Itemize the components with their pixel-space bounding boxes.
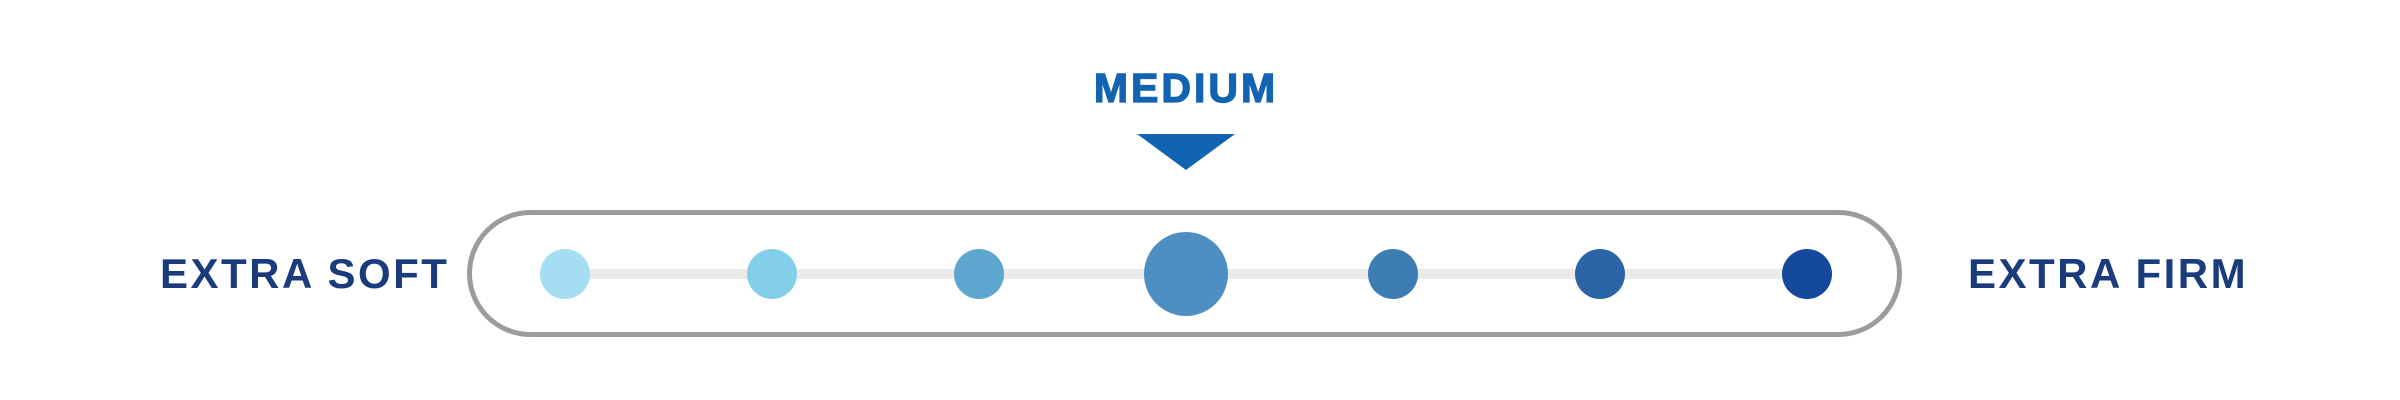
firmness-dot-5 (1368, 248, 1418, 299)
firmness-dot-2 (747, 248, 797, 299)
dots-layer (472, 215, 1897, 332)
down-pointer-icon (1137, 134, 1235, 170)
firmness-title: MEDIUM (1093, 65, 1279, 111)
firmness-dot-4-selected (1144, 231, 1228, 316)
firmness-dot-6 (1575, 248, 1625, 299)
firmness-dot-3 (954, 248, 1004, 299)
firmness-dot-7 (1782, 248, 1832, 299)
extra-firm-label: EXTRA FIRM (1968, 250, 2249, 297)
firmness-dot-1 (540, 248, 590, 299)
extra-soft-label: EXTRA SOFT (160, 250, 450, 297)
firmness-track-container (467, 210, 1902, 337)
